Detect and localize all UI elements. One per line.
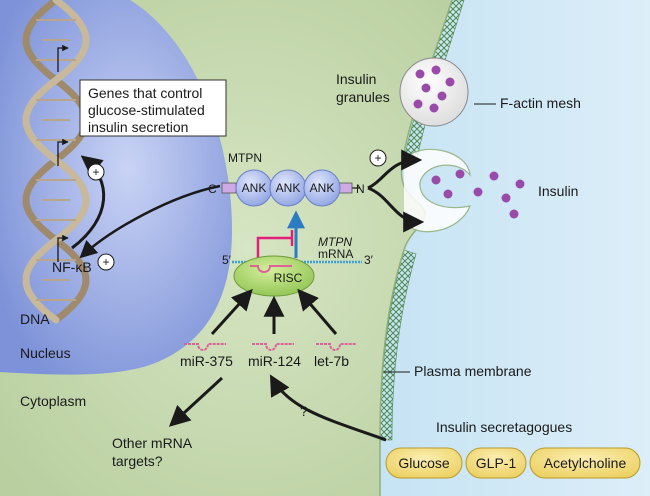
svg-text:ANK: ANK [242, 181, 267, 195]
svg-text:N: N [356, 182, 365, 196]
mir375-to-other-targets-arrow [168, 376, 224, 427]
svg-text:glucose-stimulated: glucose-stimulated [88, 102, 205, 118]
other-targets-label: Other mRNA [112, 435, 193, 451]
other-targets-label-2: targets? [112, 453, 163, 469]
genes-box: Genes that control glucose-stimulated in… [79, 79, 227, 137]
svg-text:let-7b: let-7b [314, 353, 349, 369]
insulin-label: Insulin [538, 183, 578, 199]
mtpn-protein: MTPN C N [208, 151, 365, 196]
svg-text:insulin secretion: insulin secretion [88, 119, 188, 135]
svg-text:C: C [208, 182, 217, 196]
svg-text:5′: 5′ [222, 253, 232, 267]
svg-text:GLP-1: GLP-1 [476, 455, 517, 471]
svg-text:RISC: RISC [274, 271, 303, 285]
svg-text:mRNA: mRNA [318, 247, 353, 261]
plus-sign-mtpn-nfkb: + [97, 253, 115, 271]
plus-sign-nfkb-genes: + [87, 163, 105, 181]
secretagogues-to-mir124-arrow [269, 374, 387, 442]
mirna-124: miR-124 [248, 343, 301, 369]
svg-text:miR-375: miR-375 [180, 353, 233, 369]
ank-domain-2: ANK [269, 169, 307, 207]
secretagogues-title: Insulin secretagogues [436, 419, 572, 435]
nfkb-label: NF-κB [52, 259, 92, 275]
svg-text:Genes that control: Genes that control [88, 85, 202, 101]
svg-text:Glucose: Glucose [398, 455, 450, 471]
let7b-to-risc-arrow [297, 288, 338, 335]
svg-text:+: + [92, 165, 99, 179]
ank-domain-1: ANK [235, 169, 273, 207]
svg-text:ANK: ANK [310, 181, 335, 195]
mir375-to-risc-arrow [210, 288, 253, 336]
inhibition-mark [256, 230, 294, 266]
plus-sign-secretion: + [369, 149, 387, 167]
glucose-pill: Glucose [385, 447, 463, 479]
mtpn-to-nfkb-arrow [79, 184, 221, 259]
svg-text:miR-124: miR-124 [248, 353, 301, 369]
risc-complex: RISC [233, 255, 315, 297]
secreted-insulin [431, 169, 525, 219]
plasma-membrane-label: Plasma membrane [414, 363, 532, 379]
gene-arrows [57, 44, 69, 262]
f-actin-label: F-actin mesh [500, 95, 581, 111]
svg-text:+: + [374, 151, 381, 165]
insulin-granules-label-2: granules [336, 89, 390, 105]
mtpn-to-secretion-arrow-lower [367, 186, 425, 233]
svg-text:ANK: ANK [276, 181, 301, 195]
mirna-let-7b: let-7b [314, 343, 356, 369]
mirna-375: miR-375 [180, 343, 233, 369]
insulin-granule [399, 57, 469, 127]
acetylcholine-pill: Acetylcholine [529, 447, 641, 479]
dna-label: DNA [20, 311, 50, 327]
svg-text:MTPN: MTPN [318, 235, 352, 249]
ank-domain-3: ANK [303, 169, 341, 207]
dna-helix [22, 0, 90, 324]
nucleus-label: Nucleus [20, 345, 71, 361]
svg-text:3′: 3′ [364, 253, 374, 267]
svg-text:Acetylcholine: Acetylcholine [544, 455, 627, 471]
mtpn-to-secretion-arrow-upper [367, 149, 423, 190]
insulin-granules-label: Insulin [336, 71, 376, 87]
svg-text:+: + [102, 255, 109, 269]
svg-text:MTPN: MTPN [228, 151, 262, 165]
question-mark: ? [300, 403, 308, 419]
glp1-pill: GLP-1 [465, 447, 527, 479]
cytoplasm-label: Cytoplasm [20, 393, 86, 409]
